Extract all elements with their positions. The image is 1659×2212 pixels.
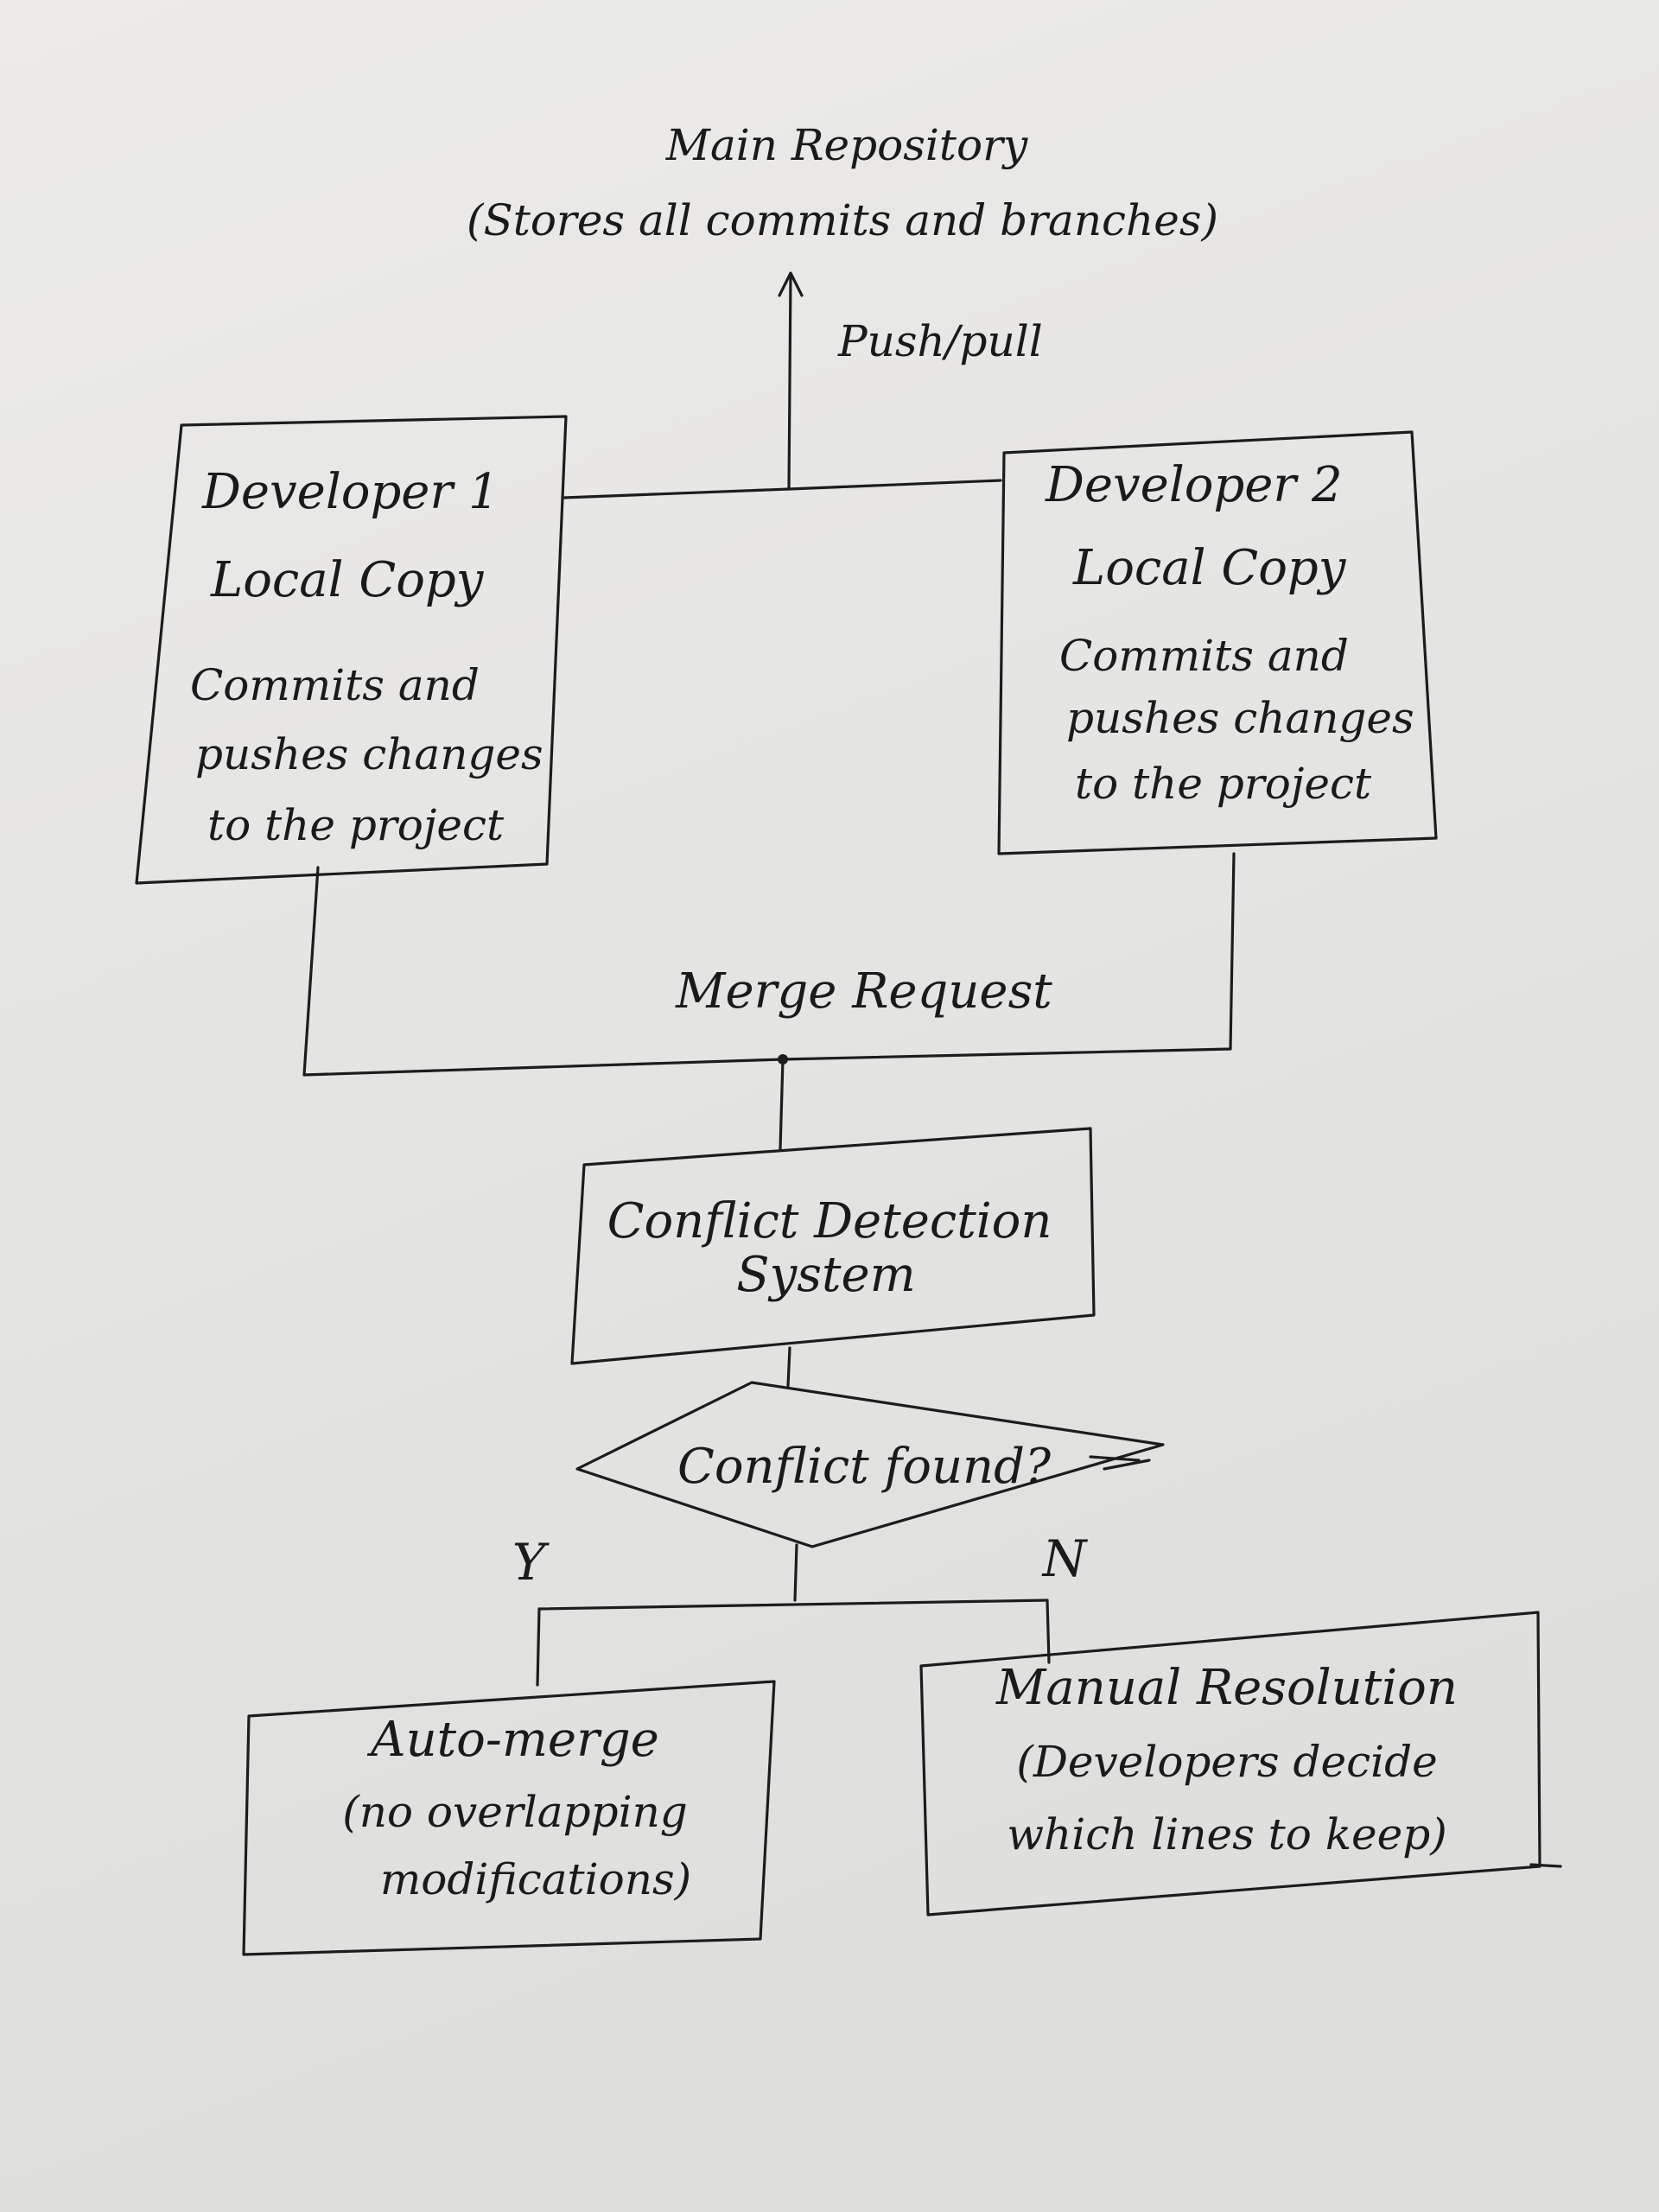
manual-resolution-title: Manual Resolution [995,1660,1458,1716]
conflict-found-diamond [575,1381,1165,1548]
auto-merge-note-line2: modifications) [380,1854,691,1904]
yes-branch-line [536,1607,541,1687]
decision-pen-stroke [1089,1455,1151,1471]
manual-resolution-note-line1: (Developers decide [1016,1737,1437,1787]
developer1-description-line1: Commits and [190,660,480,710]
developer2-subtitle: Local Copy [1072,540,1347,596]
developer1-name: Developer 1 [201,464,499,520]
conflict-detection-box [570,1127,1096,1365]
auto-merge-title: Auto-merge [366,1712,659,1768]
developer2-description-line2: pushes changes [1066,693,1414,743]
push-pull-label: Push/pull [837,316,1043,366]
branch-crossbar [537,1599,1049,1611]
developer1-description-line2: pushes changes [195,729,543,779]
developer2-box [997,430,1438,855]
developer1-box [135,415,568,885]
manual-box-pen-overshoot [1529,1863,1562,1868]
decision-label: Conflict found? [677,1439,1052,1495]
developer1-description-line3: to the project [207,800,505,850]
push-pull-arrowhead [778,271,804,297]
developer2-name: Developer 2 [1045,457,1343,513]
merge-request-label: Merge Request [675,963,1052,1020]
developers-top-connector [563,479,1002,499]
auto-merge-box [242,1680,776,1956]
manual-resolution-note-line2: which lines to keep) [1007,1809,1447,1859]
push-pull-arrow-line [787,273,792,491]
detection-to-decision-line [786,1346,791,1388]
merge-to-detection-line [779,1058,785,1151]
developer1-subtitle: Local Copy [210,552,485,608]
yes-label: Y [512,1533,550,1592]
developer2-description-line1: Commits and [1059,631,1349,681]
conflict-detection-subtitle: System [736,1247,915,1303]
no-branch-line [1046,1599,1051,1664]
auto-merge-note-line1: (no overlapping [342,1787,688,1837]
no-label: N [1041,1529,1089,1588]
conflict-detection-title: Conflict Detection [607,1193,1052,1249]
decision-stem-line [793,1543,798,1602]
developer2-description-line3: to the project [1075,759,1372,809]
repository-title: Main Repository [665,120,1028,170]
repository-subtitle: (Stores all commits and branches) [467,195,1218,245]
